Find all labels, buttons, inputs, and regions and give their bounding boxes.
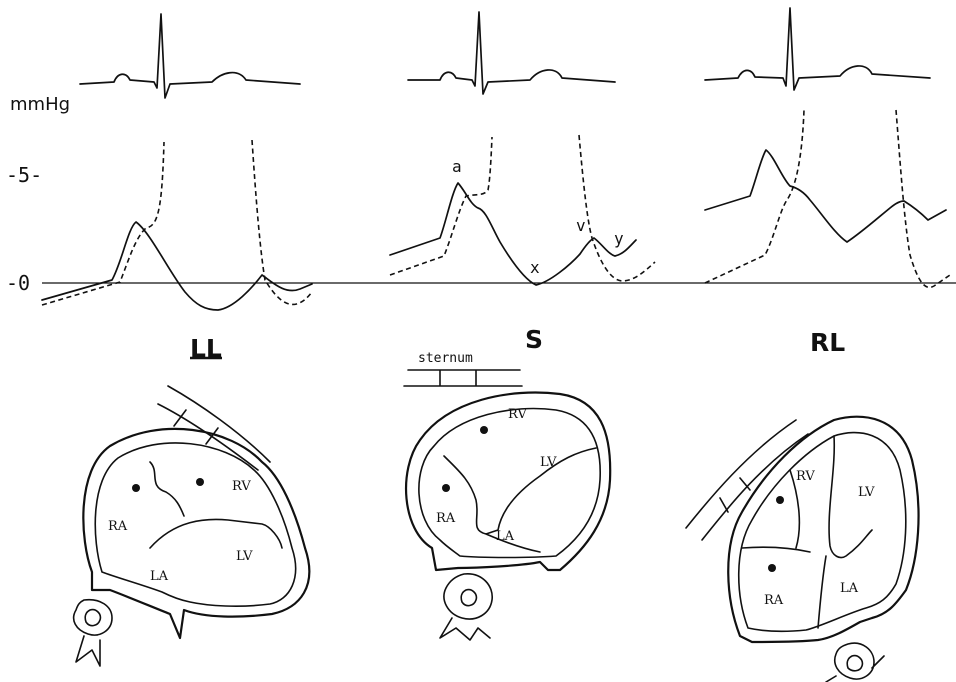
chamber-label-ll-ra: RA: [108, 519, 128, 534]
position-title-s: S: [525, 325, 543, 354]
septum-s: [444, 448, 596, 552]
catheter-tip-rl-ra: [768, 564, 776, 572]
chamber-label-s-lv: LV: [540, 455, 557, 470]
ecg-trace-s: [408, 12, 615, 94]
chamber-label-rl-lv: LV: [858, 485, 875, 500]
pressure-trace-s-solid: [390, 183, 636, 285]
position-title-rl: RL: [810, 328, 845, 357]
chamber-label-rl-la: LA: [840, 581, 859, 596]
axis-tick-5: -5-: [6, 163, 42, 187]
chamber-label-s-la: LA: [496, 529, 515, 544]
chamber-label-ll-rv: RV: [232, 479, 251, 494]
vertebra-rl: [826, 643, 884, 682]
wave-label-v: v: [576, 216, 586, 235]
septum-ll: [150, 462, 282, 548]
catheter-tip-ll-ra: [132, 484, 140, 492]
sternum: [404, 370, 522, 386]
chamber-label-ll-la: LA: [150, 569, 169, 584]
catheter-tip-ll-rv: [196, 478, 204, 486]
catheter-tip-s-rv: [480, 426, 488, 434]
ecg-trace-ll: [80, 14, 300, 98]
axis-unit-label: mmHg: [10, 94, 70, 115]
chest-wall-rl: [686, 420, 808, 540]
pressure-trace-rl-solid: [705, 150, 946, 242]
vertebra-ll: [74, 600, 112, 666]
wave-label-x: x: [530, 258, 540, 277]
chest-wall-ll-rib: [174, 410, 218, 444]
chamber-label-s-ra: RA: [436, 511, 456, 526]
catheter-tip-rl-rv: [776, 496, 784, 504]
vertebra-s: [440, 574, 492, 640]
septum-rl: [742, 436, 872, 628]
chamber-label-s-rv: RV: [508, 407, 527, 422]
wave-label-y: y: [614, 229, 624, 248]
pressure-trace-s-dashed: [390, 135, 655, 281]
catheter-tip-s-ra: [442, 484, 450, 492]
chamber-label-rl-ra: RA: [764, 593, 784, 608]
heart-diagram-ll: RA RV LA LV: [74, 386, 310, 666]
chamber-label-ll-lv: LV: [236, 549, 253, 564]
pressure-trace-ll-solid: [42, 222, 312, 310]
wave-label-a: a: [452, 157, 462, 176]
sternum-label: sternum: [418, 351, 473, 366]
chamber-label-rl-rv: RV: [796, 469, 815, 484]
axis-tick-0: -0: [6, 271, 30, 295]
heart-diagram-rl: RV LV RA LA: [686, 417, 919, 682]
ecg-trace-rl: [705, 8, 930, 90]
heart-diagram-s: sternum RV LV RA LA: [404, 351, 610, 640]
